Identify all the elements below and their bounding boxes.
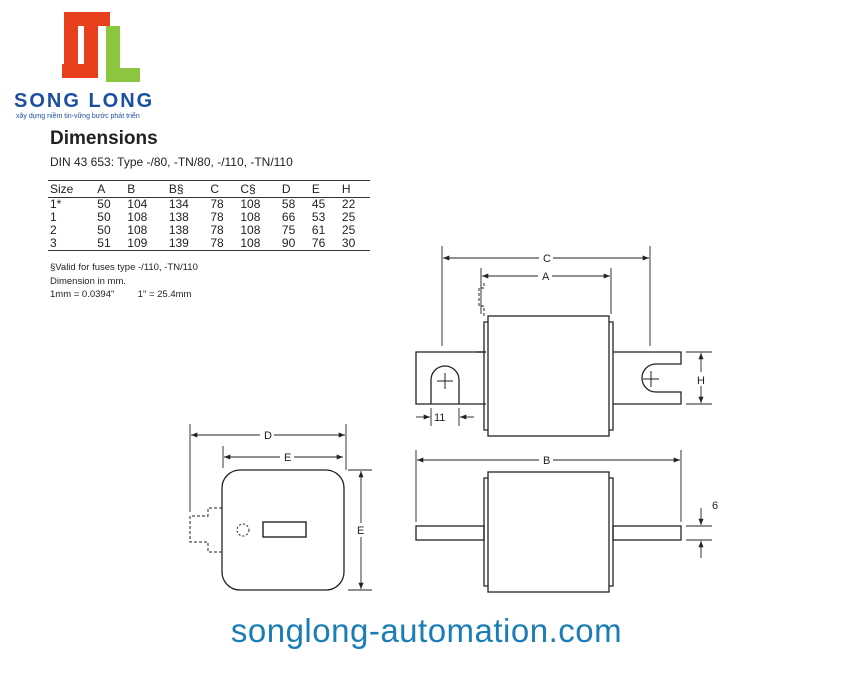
logo-red-stem [64, 26, 78, 78]
table-cell: 90 [281, 236, 296, 250]
table-cell: 30 [341, 236, 356, 250]
table-cell: 78 [210, 236, 224, 250]
dim-label-C: C [543, 253, 551, 265]
note-conversion-mm: 1mm = 0.0394" [50, 289, 115, 300]
website-url[interactable]: songlong-automation.com [230, 612, 623, 649]
table-row: 1 50 108 138 78 108 66 53 25 [48, 211, 370, 224]
col-header: E [311, 182, 320, 196]
table-cell: 50 [97, 197, 111, 211]
table-cell: 50 [97, 223, 111, 237]
note-conversion-inch: 1" = 25.4mm [137, 289, 192, 300]
table-cell: 1* [50, 197, 62, 211]
col-header: A [97, 182, 106, 196]
table-cell: 104 [127, 197, 148, 211]
dimensions-table: Size A B B§ C C§ D E H 1* 50 104 134 78 … [48, 180, 370, 251]
table-cell: 108 [240, 236, 261, 250]
table-cell: 108 [127, 210, 148, 224]
col-header: D [281, 182, 291, 196]
table-cell: 51 [97, 236, 111, 250]
fuse-end-view [189, 469, 345, 591]
page-subtitle: DIN 43 653: Type -/80, -TN/80, -/110, -T… [50, 155, 293, 169]
col-header: C§ [240, 182, 256, 196]
table-cell: 2 [50, 223, 57, 237]
table-row: 2 50 108 138 78 108 75 61 25 [48, 224, 370, 237]
table-cell: 138 [168, 210, 189, 224]
table-row: 3 51 109 139 78 108 90 76 30 [48, 237, 370, 251]
table-cell: 138 [168, 223, 189, 237]
dim-label-B: B [543, 455, 550, 467]
table-cell: 25 [341, 223, 356, 237]
dim-label-6: 6 [712, 500, 718, 512]
table-cell: 1 [50, 210, 57, 224]
table-cell: 45 [311, 197, 326, 211]
col-header: B§ [168, 182, 184, 196]
company-logo [62, 12, 140, 82]
note-valid: §Valid for fuses type -/110, -TN/110 [50, 262, 198, 273]
table-cell: 3 [50, 236, 57, 250]
col-header: C [210, 182, 220, 196]
table-cell: 66 [281, 210, 296, 224]
fuse-top-view [415, 282, 682, 437]
table-cell: 108 [240, 197, 261, 211]
table-cell: 58 [281, 197, 296, 211]
page-title: Dimensions [50, 128, 158, 149]
table-cell: 25 [341, 210, 356, 224]
table-cell: 108 [127, 223, 148, 237]
dim-label-H: H [697, 375, 705, 387]
table-cell: 50 [97, 210, 111, 224]
table-cell: 139 [168, 236, 189, 250]
table-cell: 108 [240, 223, 261, 237]
col-header: H [341, 182, 351, 196]
dim-label-11: 11 [434, 412, 445, 424]
table-cell: 108 [240, 210, 261, 224]
table-cell: 78 [210, 223, 224, 237]
note-unit: Dimension in mm. [50, 276, 127, 287]
dim-label-D: D [264, 430, 272, 442]
col-header: B [127, 182, 136, 196]
table-cell: 78 [210, 197, 224, 211]
table-cell: 61 [311, 223, 326, 237]
table-cell: 53 [311, 210, 326, 224]
table-cell: 76 [311, 236, 326, 250]
table-cell: 78 [210, 210, 224, 224]
dim-label-E-side: E [357, 525, 364, 537]
dim-label-A: A [542, 271, 550, 283]
table-cell: 22 [341, 197, 356, 211]
logo-red-mark [62, 12, 110, 78]
brand-tagline: xây dựng niềm tin-vững bước phát triển [16, 113, 140, 120]
table-row: 1* 50 104 134 78 108 58 45 22 [48, 198, 370, 212]
note-conversion: 1mm = 0.0394" 1" = 25.4mm [50, 289, 191, 300]
table-cell: 134 [168, 197, 189, 211]
table-cell: 109 [127, 236, 148, 250]
logo-green-mark [106, 26, 140, 82]
fuse-side-view [415, 471, 682, 593]
table-cell: 75 [281, 223, 296, 237]
brand-name: SONG LONG [14, 90, 155, 112]
col-header: Size [50, 182, 74, 196]
table-header-row: Size A B B§ C C§ D E H [48, 180, 370, 198]
dim-label-E-top: E [284, 452, 291, 464]
